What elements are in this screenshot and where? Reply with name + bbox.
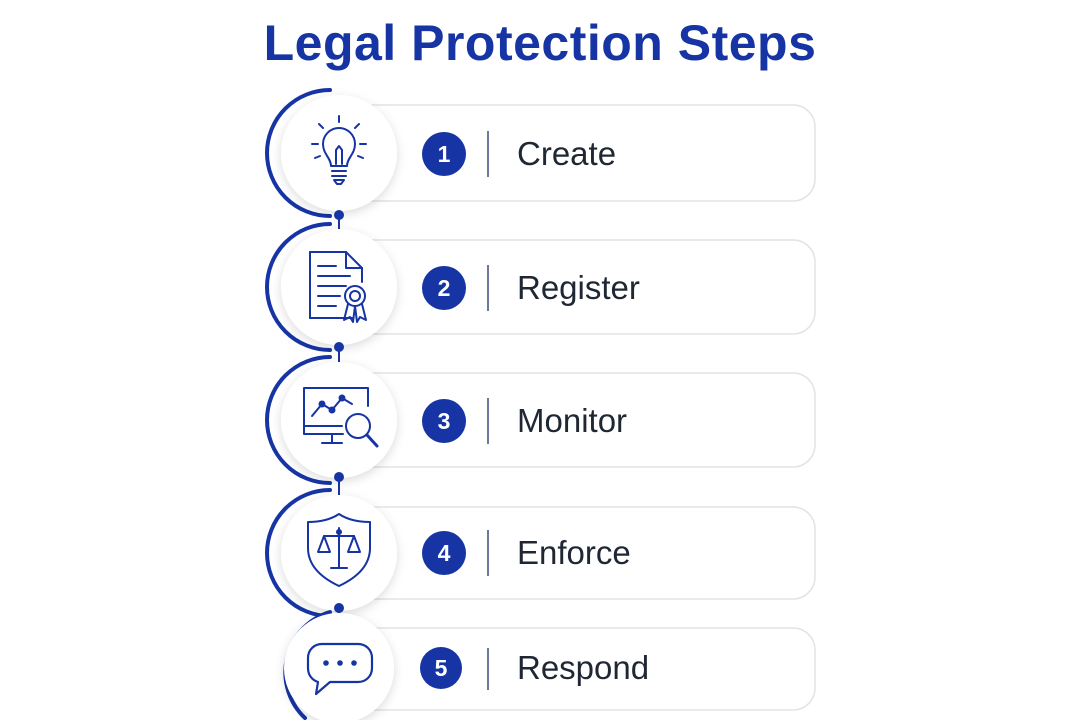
timeline-dot (334, 603, 344, 613)
timeline-dot (334, 210, 344, 220)
icon-circle (284, 613, 394, 720)
step-number: 1 (437, 141, 451, 167)
step-label: Respond (517, 649, 650, 686)
page-title: Legal Protection Steps (263, 15, 817, 71)
step-arc (265, 488, 332, 618)
step-number-badge (420, 647, 462, 689)
monitor-search-icon (303, 387, 379, 448)
step-number: 2 (437, 275, 451, 301)
step-number: 3 (437, 408, 451, 434)
step-arc (265, 355, 332, 485)
step-2 (265, 222, 816, 352)
step-label: Enforce (517, 534, 631, 571)
lightbulb-icon (311, 115, 367, 185)
step-label: Register (517, 269, 640, 306)
step-3 (265, 355, 816, 485)
step-number-badge (422, 399, 466, 443)
step-label: Create (517, 135, 617, 172)
step-label: Monitor (517, 402, 628, 439)
step-arc (265, 222, 332, 352)
timeline-dot (334, 472, 344, 482)
step-number: 5 (434, 655, 448, 681)
icon-circle (281, 362, 397, 478)
step-number: 4 (437, 540, 451, 566)
step-4 (265, 488, 816, 618)
timeline-dot (334, 342, 344, 352)
step-number-badge (422, 132, 466, 176)
step-number-badge (422, 266, 466, 310)
certificate-document-icon (309, 251, 367, 323)
chat-bubble-icon (306, 642, 374, 696)
step-5 (283, 610, 816, 720)
step-number-badge (422, 531, 466, 575)
step-1 (265, 88, 816, 218)
shield-scales-icon (307, 513, 371, 587)
step-arc (265, 88, 332, 218)
icon-circle (281, 95, 397, 211)
